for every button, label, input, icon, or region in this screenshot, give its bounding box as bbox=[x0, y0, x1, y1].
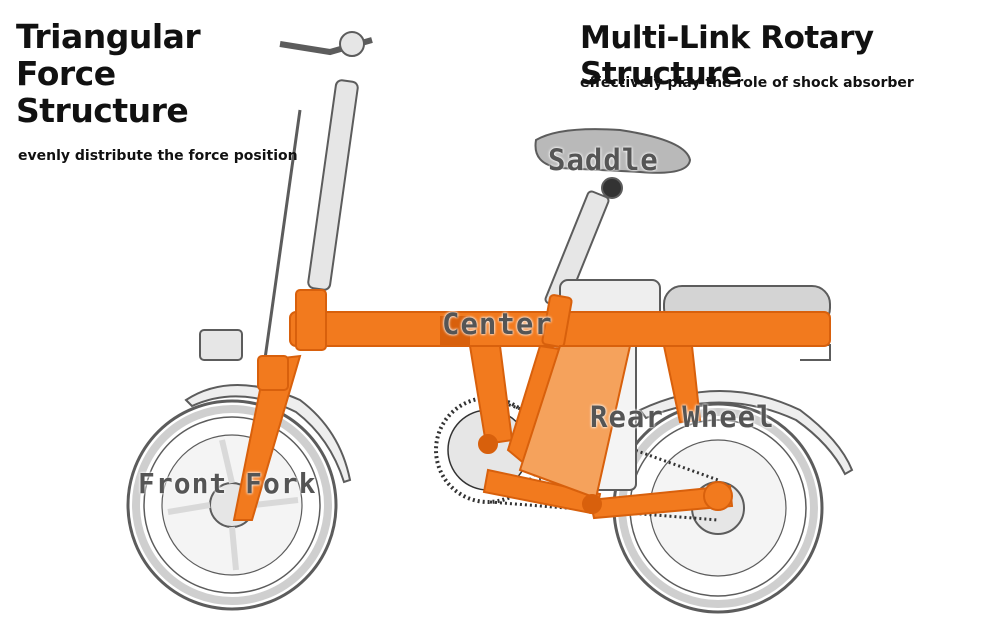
heading-line-1: Triangular bbox=[16, 17, 201, 56]
multi-link-structure-heading: Multi-Link Rotary Structure bbox=[580, 20, 874, 92]
center-label: Center bbox=[442, 307, 553, 341]
heading-line-3: Structure bbox=[16, 91, 189, 130]
saddle-label: Saddle bbox=[548, 143, 659, 177]
folding-hinge bbox=[440, 316, 470, 346]
handlebar-stem bbox=[199, 31, 373, 381]
triangular-structure-caption: evenly distribute the force position bbox=[18, 148, 298, 164]
triangular-structure-heading: Triangular Force Structure bbox=[16, 17, 201, 130]
fenders bbox=[184, 384, 854, 484]
highlighted-frame bbox=[232, 289, 831, 521]
front-wheel bbox=[126, 399, 338, 611]
seat-assembly bbox=[534, 128, 692, 310]
multi-link-structure-caption: effectively play the role of shock absor… bbox=[580, 75, 914, 91]
front-fork-label: Front Fork bbox=[138, 467, 317, 500]
heading-line-2: Force bbox=[16, 54, 116, 93]
rear-wheel-label: Rear Wheel bbox=[590, 400, 775, 434]
